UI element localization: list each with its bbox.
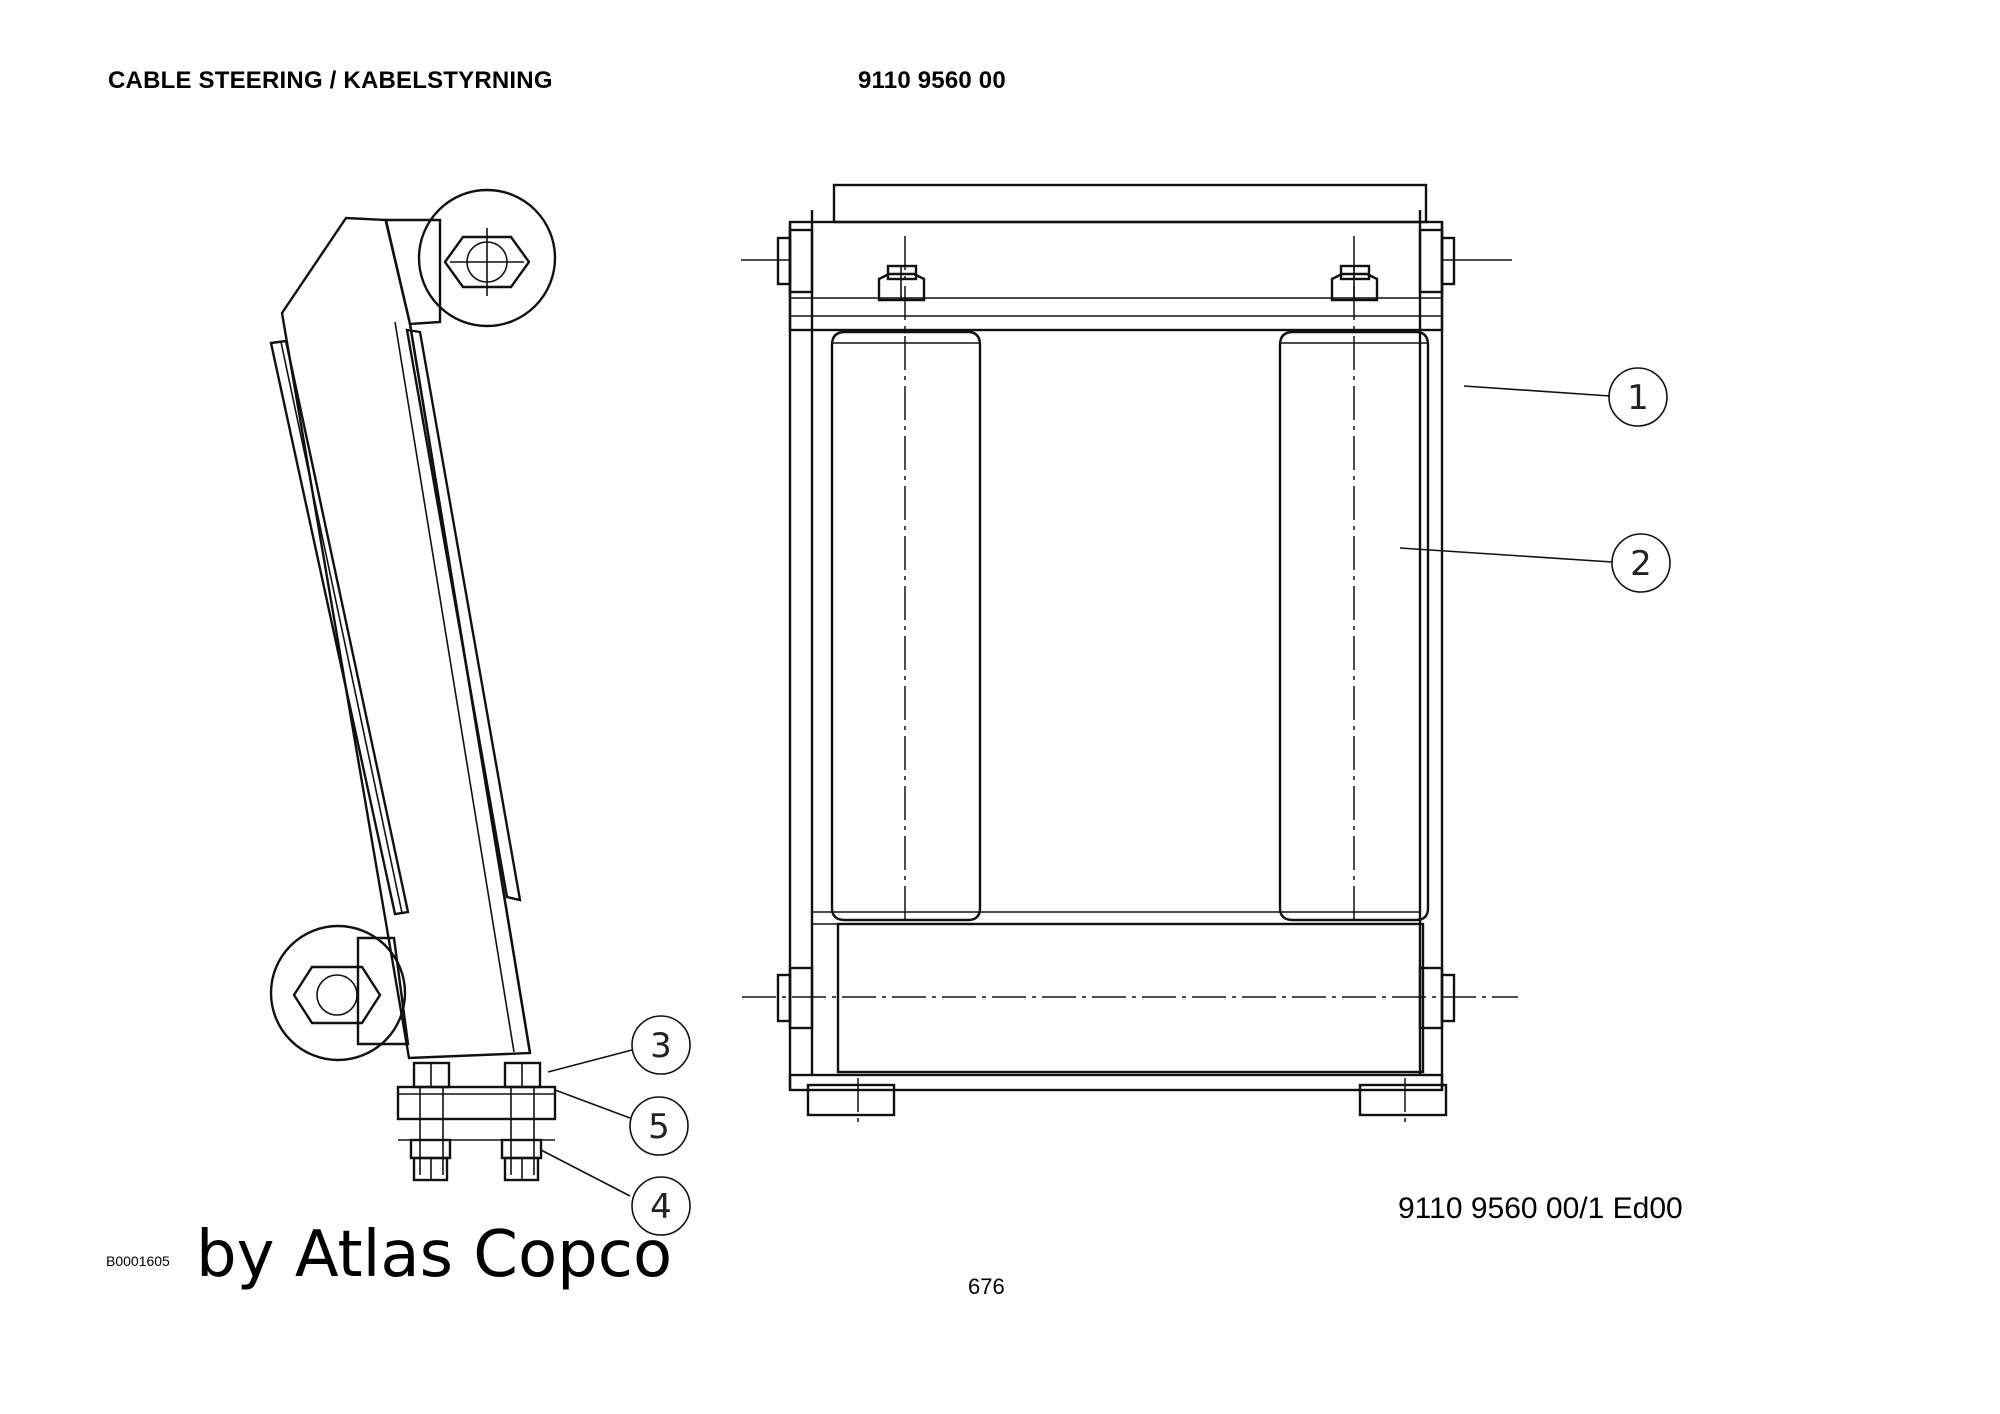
drawing-reference: 9110 9560 00/1 Ed00 <box>1398 1192 1683 1225</box>
side-view-mount <box>396 1061 557 1182</box>
callout-3: 3 <box>631 1015 691 1075</box>
leader-5 <box>554 1089 631 1119</box>
leader-2 <box>1399 547 1613 563</box>
leader-4 <box>540 1149 631 1197</box>
page-title: CABLE STEERING / KABELSTYRNING <box>108 67 553 94</box>
svg-text:5: 5 <box>648 1107 670 1147</box>
watermark: by Atlas Copco <box>196 1218 673 1292</box>
page-number: 676 <box>968 1274 1005 1299</box>
callout-2: 2 <box>1611 533 1671 593</box>
side-view-lower-bracket <box>356 936 410 1046</box>
front-view-vertical-roller-right <box>1278 236 1430 925</box>
callout-1: 1 <box>1608 367 1668 427</box>
front-view-horizontal-roller <box>742 911 1518 1125</box>
front-view <box>741 183 1613 1125</box>
side-view-upper-bracket <box>384 218 442 326</box>
front-view-nut-left <box>877 264 926 302</box>
svg-text:4: 4 <box>650 1187 672 1227</box>
front-view-frame <box>788 210 1448 1117</box>
side-view-lower-roller <box>269 924 407 1062</box>
svg-text:3: 3 <box>650 1026 672 1066</box>
side-view <box>269 188 557 1182</box>
svg-text:2: 2 <box>1630 544 1652 584</box>
front-view-top-bolts <box>741 228 1512 294</box>
callout-4: 4 <box>631 1176 691 1236</box>
leader-1 <box>1463 385 1611 397</box>
figure-code: B0001605 <box>106 1253 170 1269</box>
callout-5: 5 <box>629 1096 689 1156</box>
part-number: 9110 9560 00 <box>858 67 1006 94</box>
svg-text:1: 1 <box>1627 378 1649 418</box>
front-view-vertical-roller-left <box>830 236 982 925</box>
side-view-upper-roller <box>417 188 557 328</box>
side-view-frame <box>269 216 532 1060</box>
front-view-top-cap <box>832 183 1428 224</box>
leader-3 <box>547 1049 633 1073</box>
